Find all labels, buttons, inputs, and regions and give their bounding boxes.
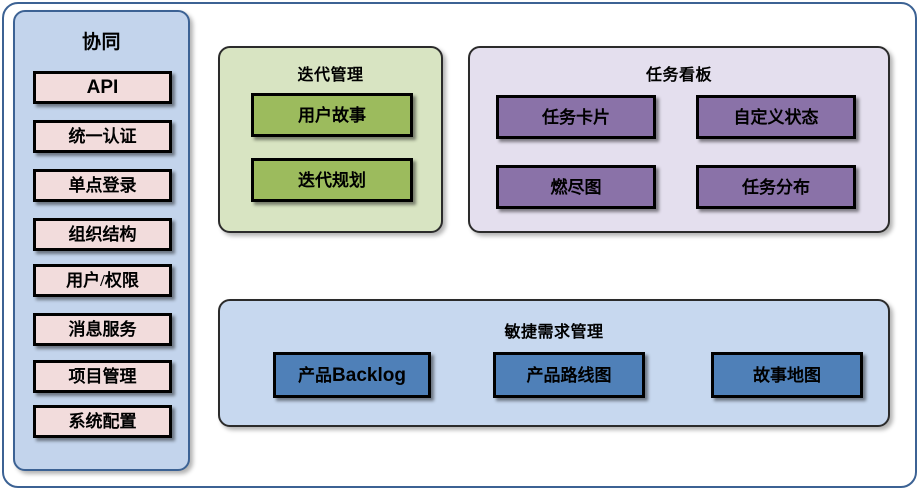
sidebar-item-sso-label: 单点登录: [68, 176, 137, 195]
panel-iteration-management[interactable]: 迭代管理 用户故事 迭代规划: [218, 46, 443, 233]
panel-task-board-title: 任务看板: [645, 67, 712, 84]
sidebar-item-message-service[interactable]: 消息服务: [33, 313, 172, 346]
iteration-item-iteration-planning-label: 迭代规划: [298, 170, 366, 190]
iteration-item-user-story[interactable]: 用户故事: [251, 93, 413, 137]
sidebar-item-project-management-label: 项目管理: [68, 367, 137, 386]
taskboard-item-burndown-chart-label: 燃尽图: [550, 177, 602, 197]
taskboard-item-custom-status-label: 自定义状态: [733, 107, 819, 127]
iteration-item-iteration-planning[interactable]: 迭代规划: [251, 158, 413, 202]
sidebar-item-user-permission[interactable]: 用户/权限: [33, 264, 172, 297]
sidebar-item-project-management[interactable]: 项目管理: [33, 360, 172, 393]
taskboard-item-task-card-label: 任务卡片: [542, 107, 610, 127]
agile-item-product-backlog-label-latin: Backlog: [332, 364, 406, 386]
sidebar-item-api[interactable]: API: [33, 71, 172, 104]
sidebar-item-api-label: API: [86, 77, 119, 98]
sidebar-item-unified-auth-label: 统一认证: [68, 127, 137, 146]
taskboard-item-custom-status[interactable]: 自定义状态: [696, 95, 856, 139]
sidebar-item-message-service-label: 消息服务: [68, 320, 137, 339]
sidebar-item-org-structure-label: 组织结构: [68, 225, 137, 244]
sidebar-item-org-structure[interactable]: 组织结构: [33, 218, 172, 251]
panel-task-board[interactable]: 任务看板 任务卡片 自定义状态 燃尽图 任务分布: [468, 46, 890, 233]
sidebar-item-system-config-label: 系统配置: [68, 412, 137, 431]
sidebar-item-unified-auth[interactable]: 统一认证: [33, 120, 172, 153]
panel-iteration-management-title: 迭代管理: [297, 67, 364, 84]
agile-item-product-roadmap-label: 产品路线图: [526, 365, 612, 385]
panel-agile-requirements-title: 敏捷需求管理: [504, 324, 604, 341]
sidebar-item-system-config[interactable]: 系统配置: [33, 405, 172, 438]
agile-item-story-map-label: 故事地图: [753, 365, 821, 385]
agile-item-story-map[interactable]: 故事地图: [711, 352, 863, 398]
agile-item-product-backlog-label-cjk: 产品: [298, 365, 333, 385]
taskboard-item-task-distribution[interactable]: 任务分布: [696, 165, 856, 209]
panel-collaboration[interactable]: 协同 API 统一认证 单点登录 组织结构 用户/权限 消息服务 项目管理 系统…: [13, 10, 190, 471]
agile-item-product-roadmap[interactable]: 产品路线图: [493, 352, 645, 398]
sidebar-item-sso[interactable]: 单点登录: [33, 169, 172, 202]
taskboard-item-burndown-chart[interactable]: 燃尽图: [496, 165, 656, 209]
taskboard-item-task-distribution-label: 任务分布: [742, 177, 810, 197]
sidebar-item-user-permission-label: 用户/权限: [66, 271, 139, 290]
taskboard-item-task-card[interactable]: 任务卡片: [496, 95, 656, 139]
panel-collaboration-title: 协同: [81, 32, 121, 53]
iteration-item-user-story-label: 用户故事: [298, 105, 366, 125]
